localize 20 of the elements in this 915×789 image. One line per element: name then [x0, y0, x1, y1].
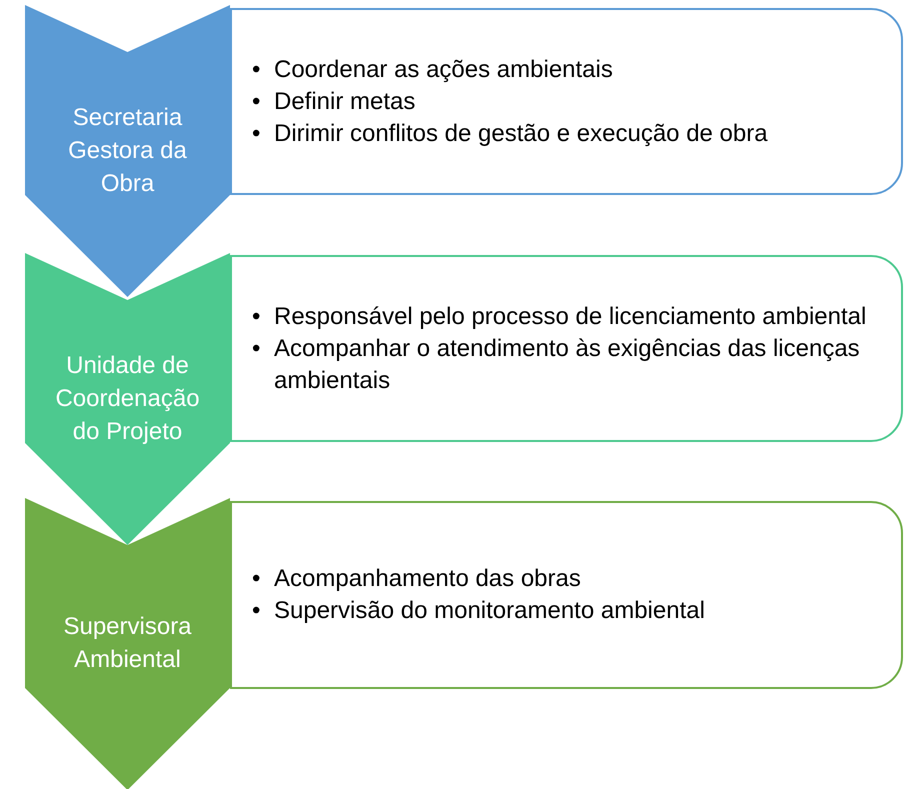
bullet-text: Acompanhar o atendimento às exigências das licenças ambientais	[274, 334, 861, 396]
bullet-text: Acompanhamento das obras	[274, 564, 581, 594]
bullet-text: Responsável pelo processo de licenciamento ambiental	[274, 302, 866, 332]
bullet-text: Dirimir conflitos de gestão e execução de obra	[274, 118, 768, 148]
bullet-text: Supervisão do monitoramento ambiental	[274, 596, 705, 626]
bullet-marker: •	[252, 86, 262, 116]
bullet-text: Definir metas	[274, 86, 416, 116]
text-panel	[230, 255, 903, 442]
text-panel	[230, 8, 903, 195]
chevron-label: Secretaria Gestora da Obra	[67, 103, 188, 199]
bullet-marker: •	[252, 118, 262, 148]
chevron-label: Unidade de Coordenação do Projeto	[54, 351, 201, 447]
bullet-marker: •	[252, 564, 262, 594]
bullet-marker: •	[252, 302, 262, 332]
bullet-marker: •	[252, 54, 262, 84]
text-panel	[230, 501, 903, 689]
bullet-marker: •	[252, 596, 262, 626]
bullet-text: Coordenar as ações ambientais	[274, 54, 613, 84]
bullet-marker: •	[252, 334, 262, 364]
chevron-label: Supervisora Ambiental	[62, 612, 193, 675]
